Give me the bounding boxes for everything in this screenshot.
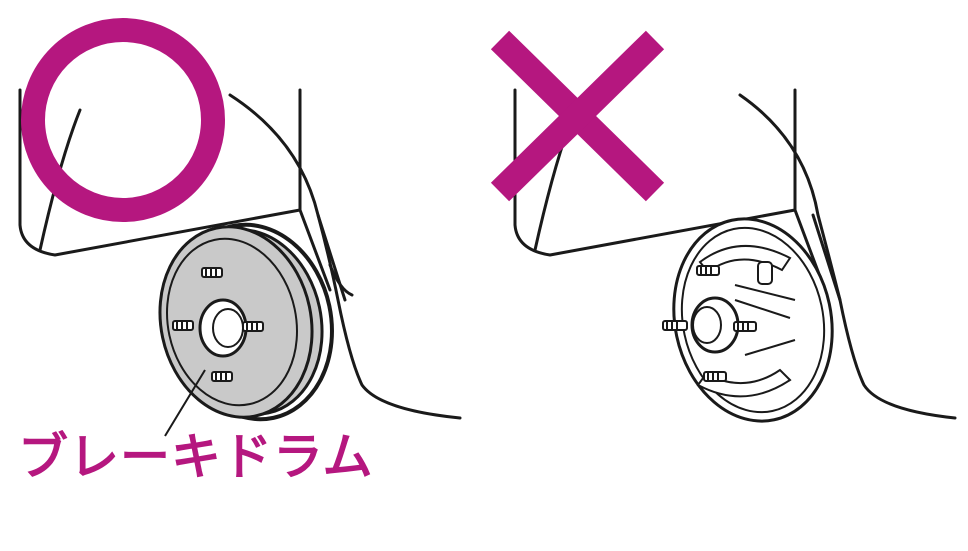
wheel-stud bbox=[211, 371, 233, 382]
wheel-studs bbox=[662, 265, 757, 382]
correct-circle-mark bbox=[21, 18, 225, 222]
wheel-stud bbox=[662, 320, 688, 331]
wheel-stud bbox=[201, 267, 223, 278]
wheel-stud bbox=[242, 321, 264, 332]
wheel-stud bbox=[696, 265, 720, 276]
incorrect-cross-mark bbox=[490, 30, 665, 202]
wheel-studs bbox=[172, 267, 264, 382]
right-panel-incorrect bbox=[490, 30, 957, 423]
right-fender-outline bbox=[513, 88, 957, 420]
exposed-brake-assembly bbox=[662, 217, 834, 423]
wheel-stud bbox=[703, 371, 727, 382]
label-leader-line bbox=[164, 369, 206, 437]
left-panel-correct bbox=[18, 18, 462, 437]
brake-drum bbox=[158, 222, 334, 422]
left-fender-outline bbox=[18, 88, 462, 420]
brake-shoe bbox=[698, 244, 792, 274]
brake-drum-label: ブレーキドラム bbox=[18, 428, 374, 486]
wheel-stud bbox=[733, 321, 757, 332]
wheel-stud bbox=[172, 320, 194, 331]
